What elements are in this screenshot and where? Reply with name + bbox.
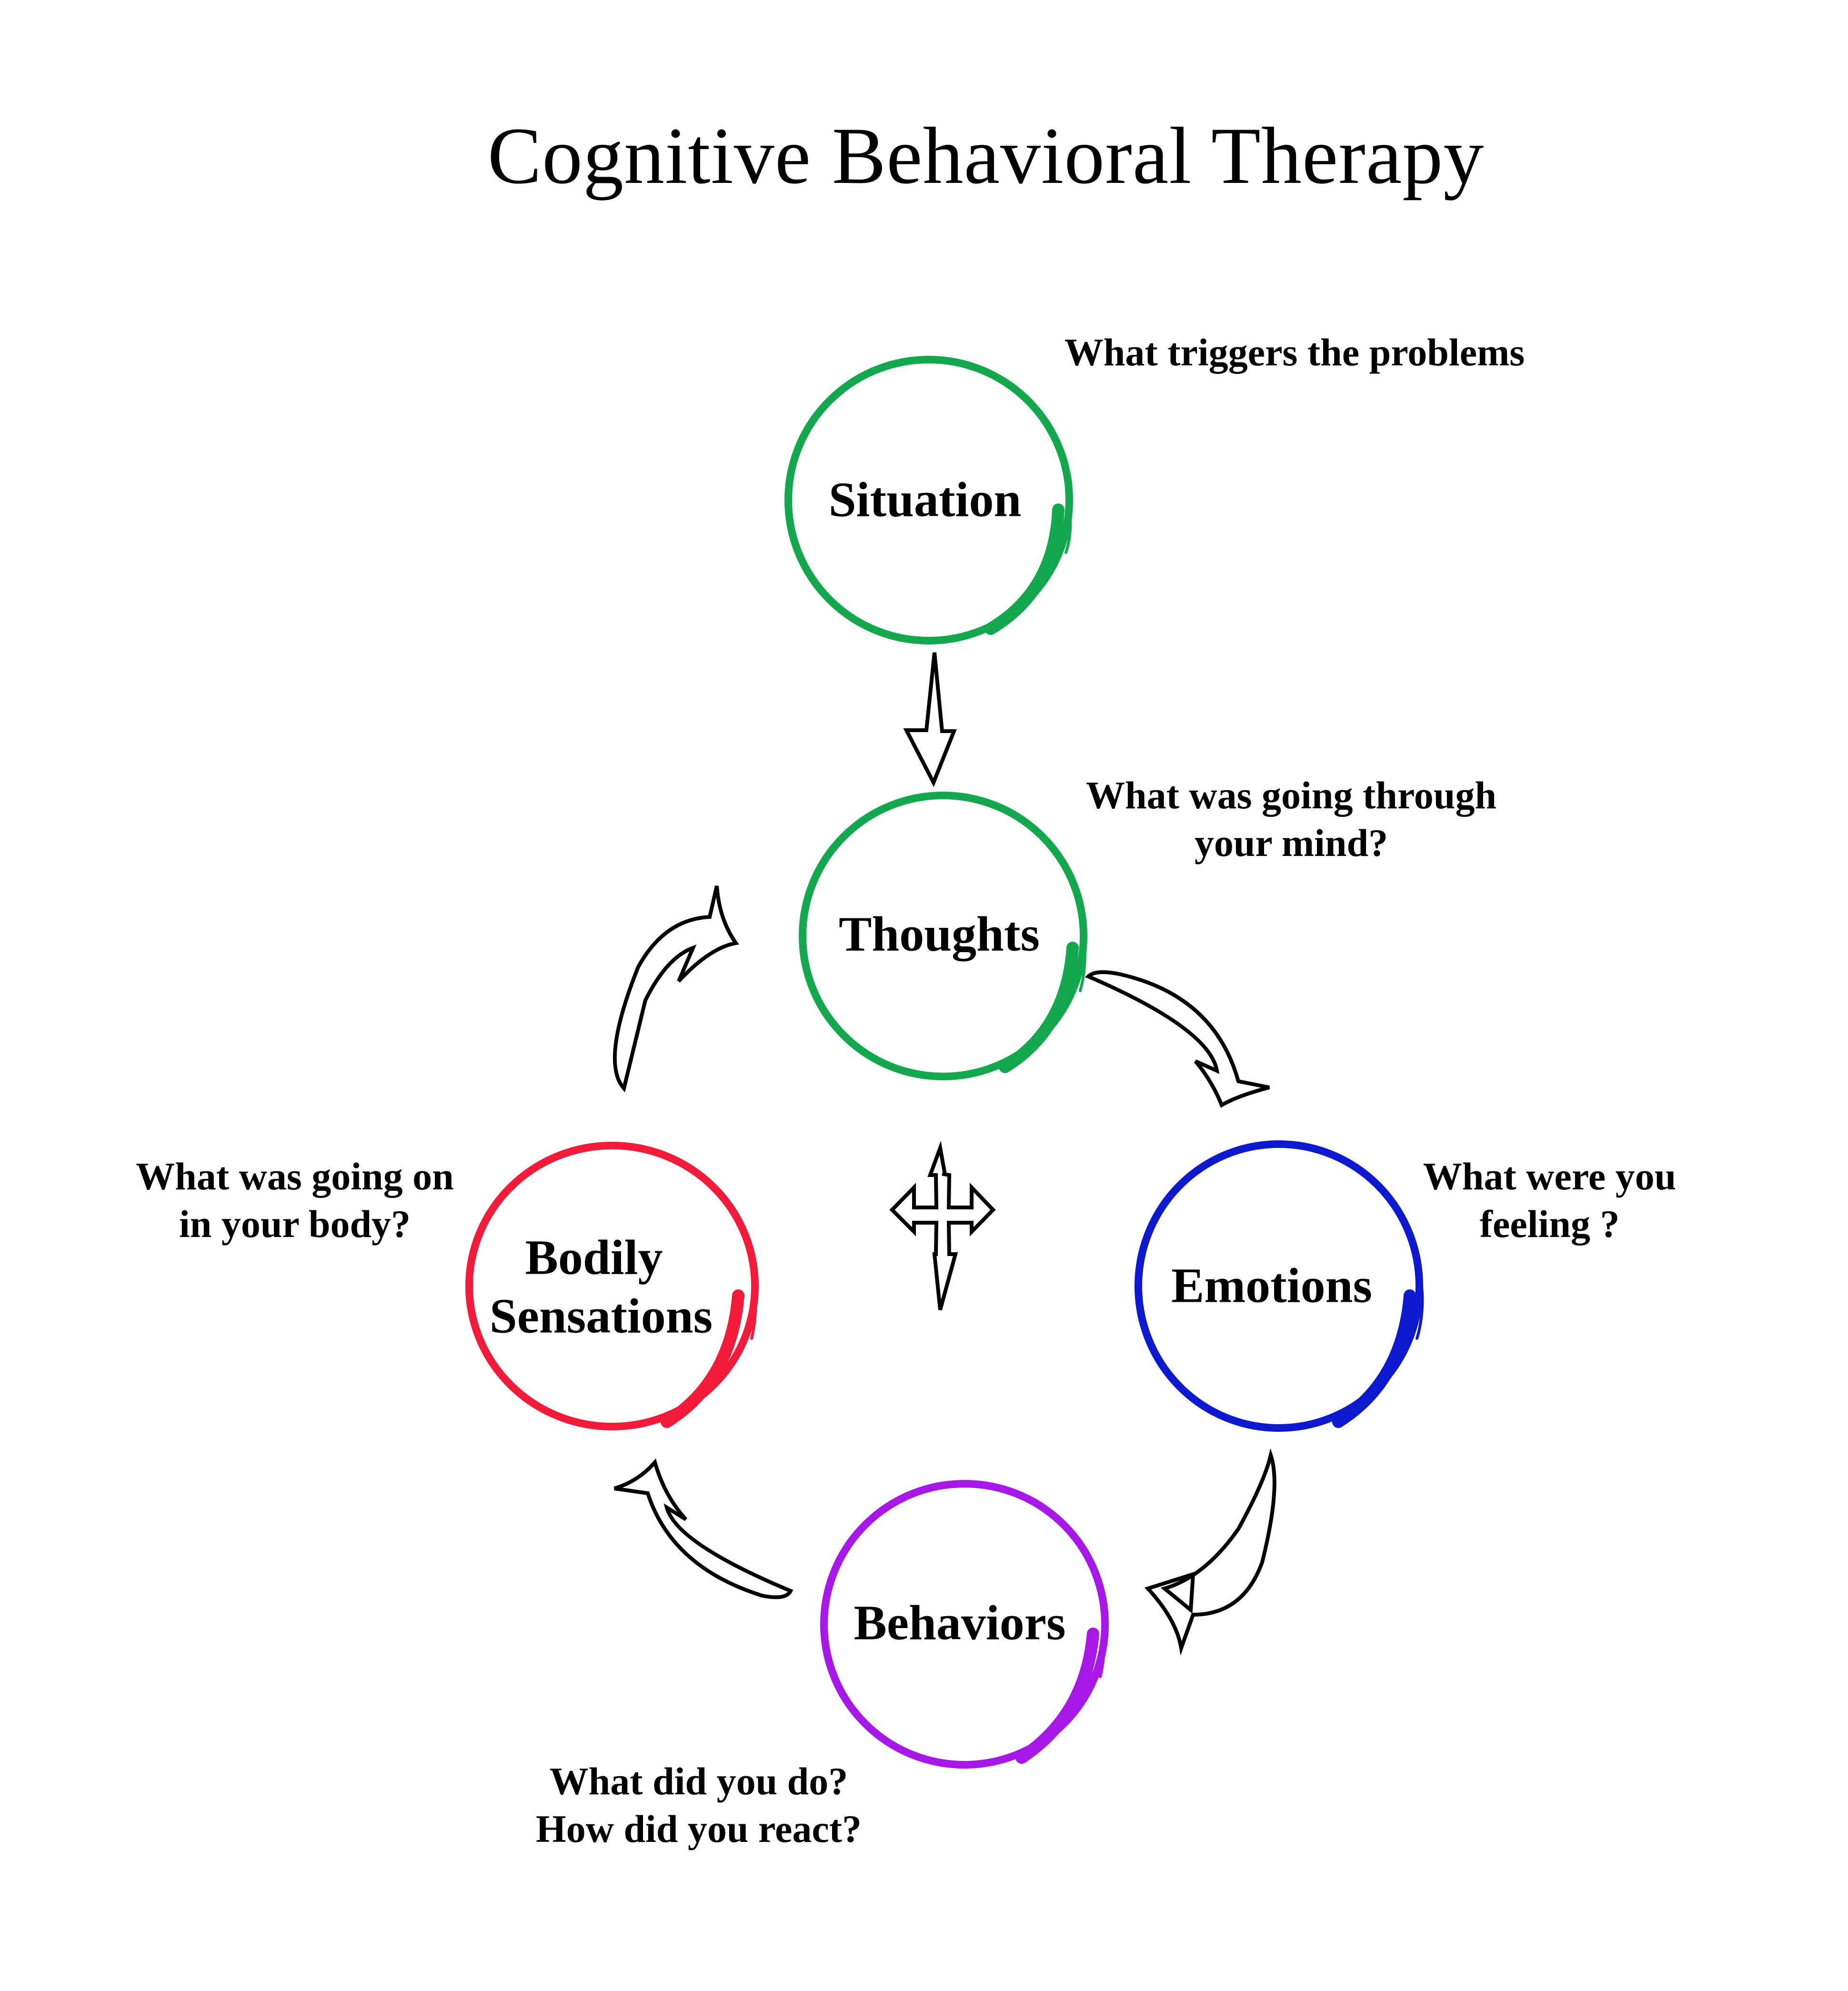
four-way-arrow-icon — [889, 1140, 996, 1311]
emotions-ring-overlap — [1416, 1285, 1424, 1340]
question-behaviors-line-1: What did you do? — [549, 1760, 848, 1803]
question-behaviors-line-2: How did you react? — [535, 1807, 862, 1851]
situation-ring — [784, 356, 1073, 644]
curved-arrow-thoughts-to-emotions-icon — [1085, 970, 1270, 1108]
question-situation: What triggers the problems — [1065, 329, 1525, 376]
diagram-title: Cognitive Behavioral Therapy — [0, 110, 1848, 202]
curved-arrow-bodily-to-thoughts-icon — [613, 885, 739, 1093]
behaviors-ring-overlap — [1099, 1623, 1106, 1678]
question-emotions-line-1: What were you — [1423, 1155, 1677, 1198]
thoughts-label: Thoughts — [839, 906, 1040, 962]
node-label-thoughts: Thoughts — [839, 905, 1040, 964]
question-thoughts-line-2: your mind? — [1194, 821, 1388, 865]
curved-arrow-emotions-to-behaviors-icon — [1144, 1448, 1276, 1656]
thoughts-ring — [799, 792, 1087, 1080]
situation-ring-tail — [984, 503, 1065, 635]
emotions-label: Emotions — [1171, 1258, 1372, 1313]
behaviors-ring-tail — [1015, 1628, 1099, 1764]
thoughts-ring-overlap — [1079, 937, 1086, 992]
emotions-ring-tail — [1332, 1289, 1416, 1428]
node-circle-emotions — [1135, 1140, 1424, 1432]
straight-down-arrow-icon — [903, 652, 957, 787]
behaviors-label: Behaviors — [854, 1595, 1066, 1650]
node-circle-situation — [784, 356, 1073, 644]
bodily-ring-overlap — [750, 1285, 757, 1340]
node-label-situation: Situation — [829, 471, 1022, 530]
bodily-label-line-2: Sensations — [489, 1288, 713, 1343]
node-label-emotions: Emotions — [1171, 1257, 1372, 1316]
node-circle-bodily-sensations — [465, 1142, 759, 1430]
question-situation-line-1: What triggers the problems — [1064, 331, 1525, 374]
question-emotions-line-2: feeling ? — [1479, 1202, 1620, 1246]
curved-arrow-behaviors-to-bodily-icon — [613, 1458, 793, 1599]
situation-label: Situation — [828, 472, 1022, 527]
bodily-ring-tail — [661, 1289, 744, 1428]
question-thoughts-line-1: What was going through — [1086, 774, 1496, 817]
title-text: Cognitive Behavioral Therapy — [487, 111, 1485, 201]
node-circle-behaviors — [820, 1480, 1109, 1769]
thoughts-ring-tail — [999, 942, 1079, 1073]
question-emotions: What were you feeling ? — [1423, 1153, 1676, 1248]
question-thoughts: What was going through your mind? — [1086, 772, 1496, 867]
situation-ring-overlap — [1065, 503, 1072, 554]
node-label-bodily-sensations: Bodily Sensations — [490, 1228, 713, 1345]
question-bodily-line-2: in your body? — [179, 1202, 411, 1246]
question-behaviors: What did you do? How did you react? — [536, 1758, 862, 1853]
question-bodily-line-1: What was going on — [136, 1155, 454, 1198]
bodily-label-line-1: Bodily — [525, 1230, 663, 1285]
question-bodily-sensations: What was going on in your body? — [136, 1153, 454, 1248]
node-circle-thoughts — [799, 792, 1087, 1080]
node-label-behaviors: Behaviors — [854, 1594, 1066, 1653]
emotions-ring — [1135, 1140, 1423, 1432]
